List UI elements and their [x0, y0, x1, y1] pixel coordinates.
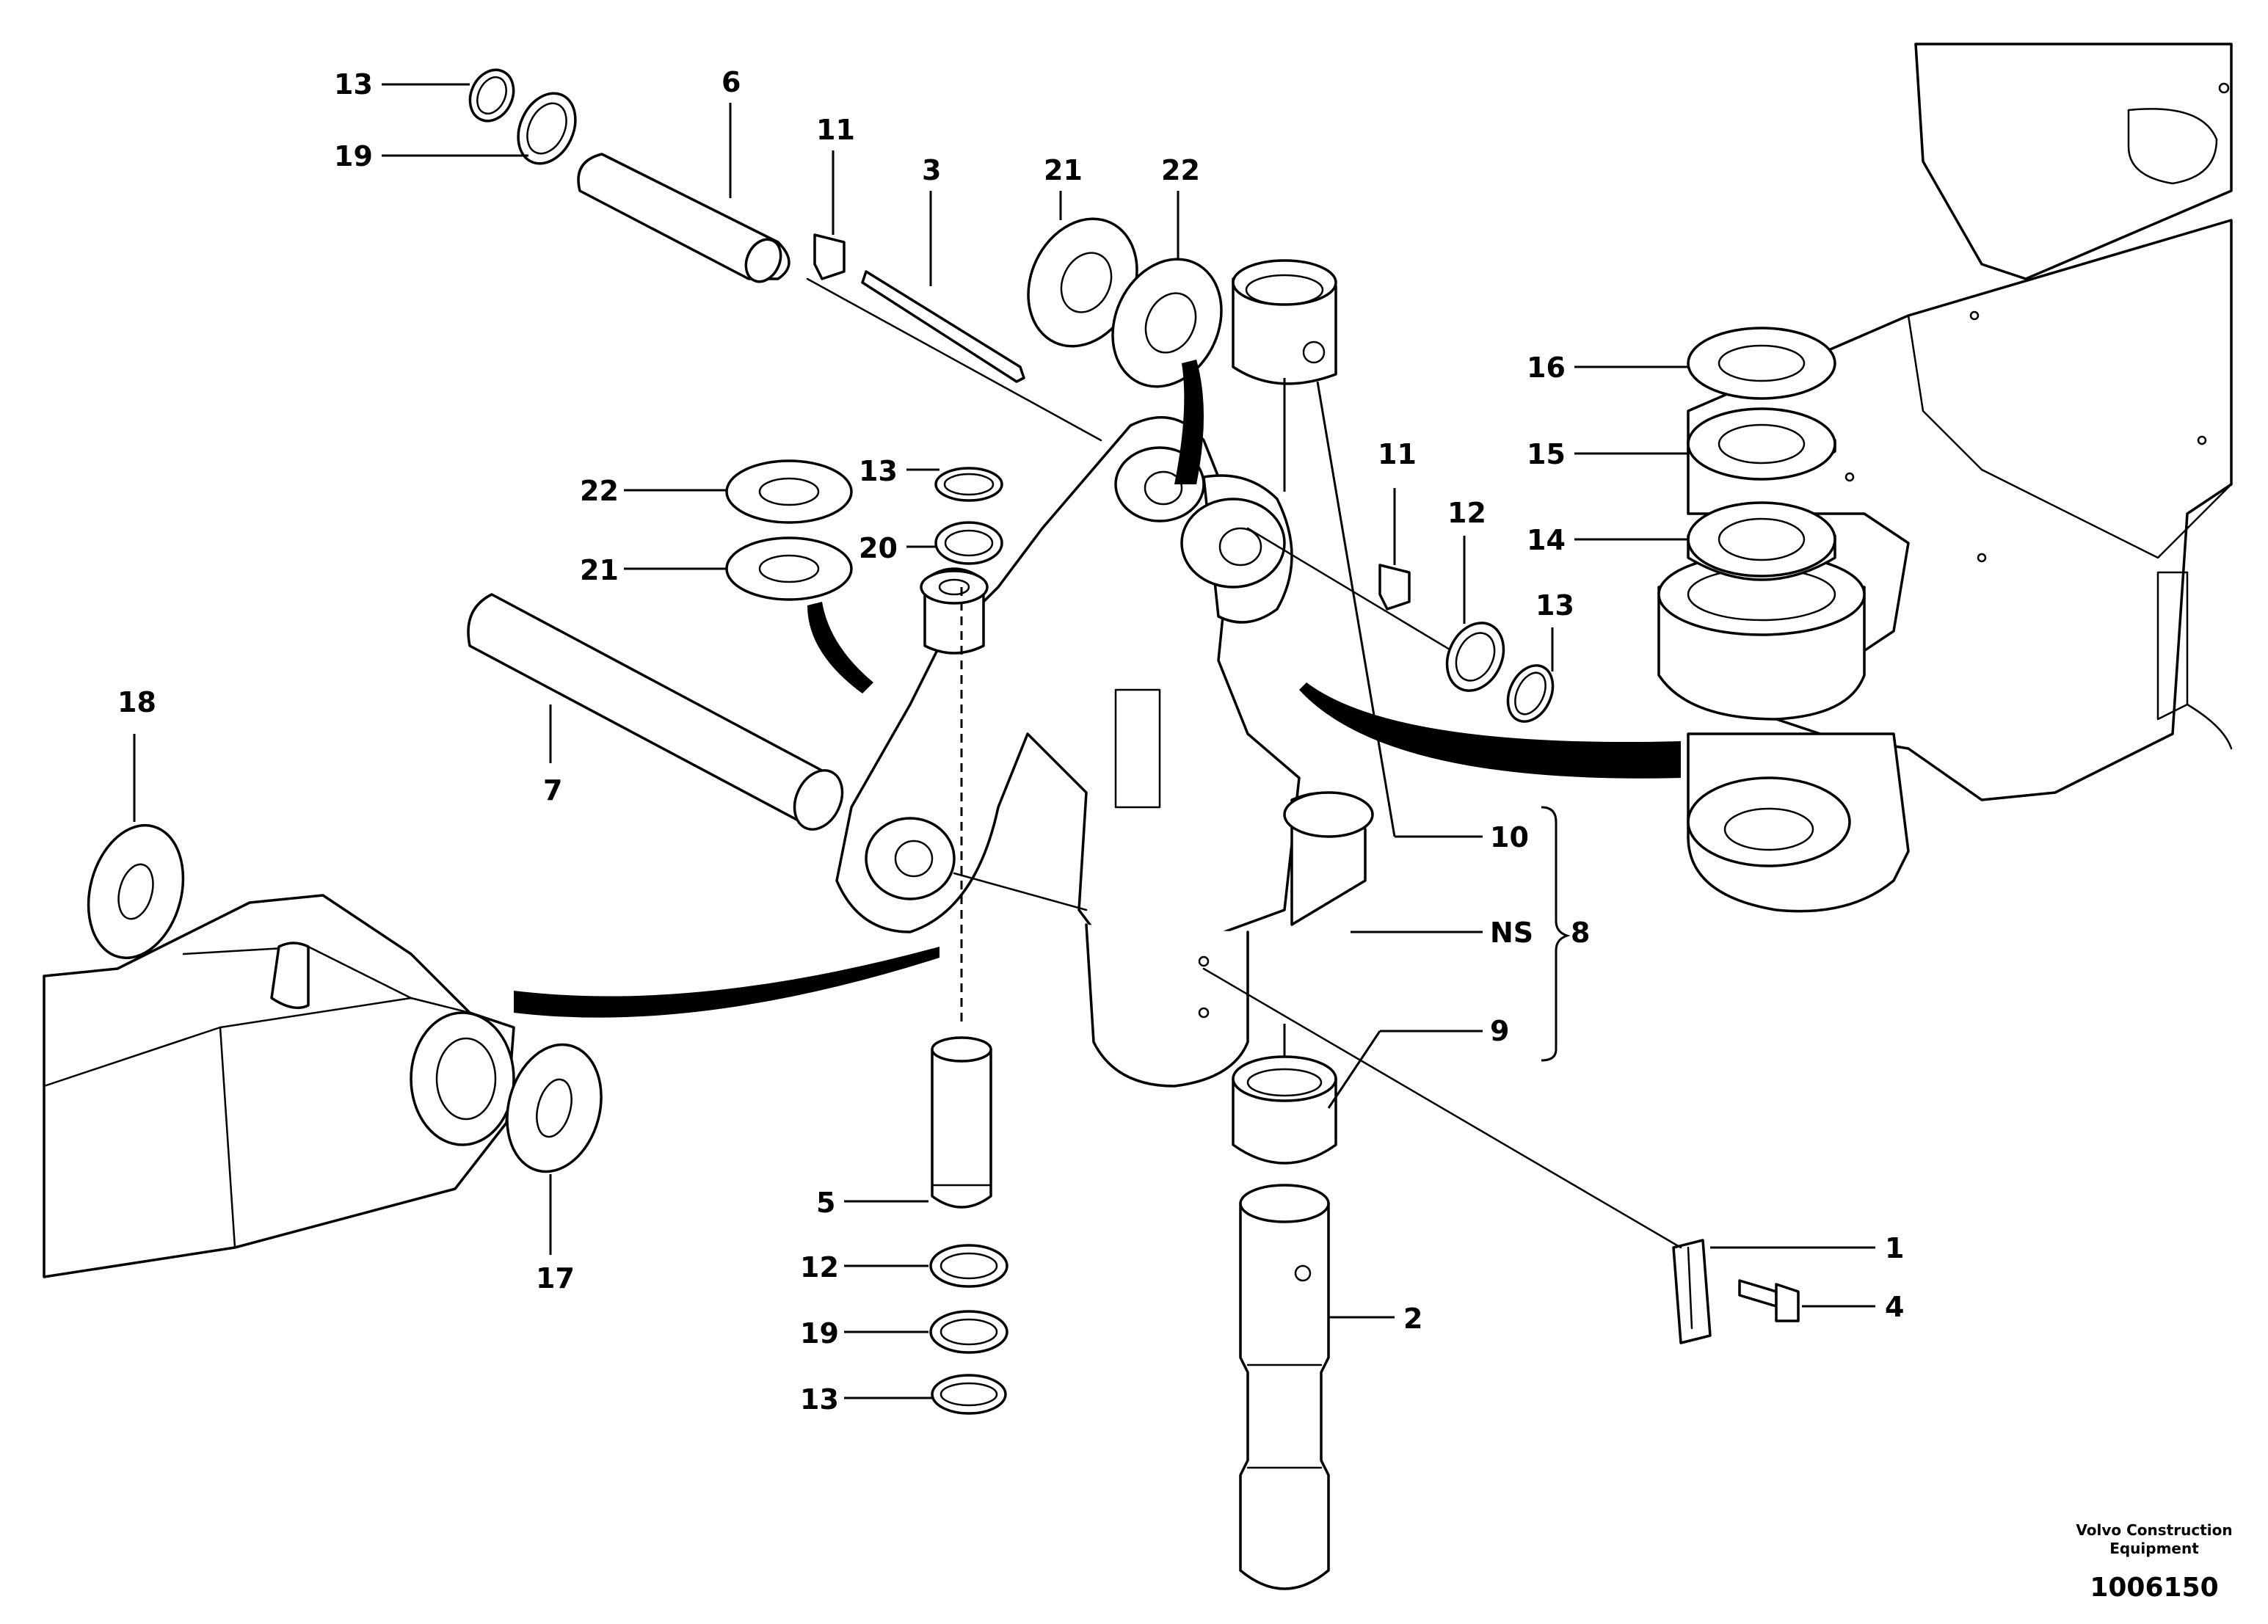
- washer-part-17: [506, 1043, 603, 1173]
- callout-13-top: 13: [334, 68, 373, 101]
- pin-part-2: [1239, 1184, 1330, 1590]
- callout-12-bottom: 12: [800, 1251, 839, 1283]
- assembly-arrow-frame: [1299, 682, 1681, 779]
- callout-ns: NS: [1490, 917, 1533, 949]
- drawing-number: 1006150: [2090, 1573, 2218, 1603]
- callout-5: 5: [816, 1187, 835, 1219]
- bushing-part-10: [1232, 259, 1337, 492]
- callout-9: 9: [1490, 1015, 1509, 1047]
- callout-7: 7: [543, 774, 562, 806]
- shim-part-19-bottom: [929, 1310, 1008, 1354]
- assembly-arrow-boom: [514, 947, 939, 1018]
- thrust-washer-part-14: [1687, 501, 1836, 581]
- lock-plate-part-1: [1202, 967, 1712, 1344]
- pin-part-6: [577, 153, 790, 283]
- thrust-washer-part-15: [1687, 407, 1836, 481]
- assembly-arrow-washer-top: [1174, 360, 1204, 484]
- callout-22-left: 22: [580, 475, 619, 507]
- washer-part-18: [87, 823, 185, 960]
- pin-part-5: [931, 587, 992, 1209]
- callout-13-right: 13: [1535, 589, 1574, 622]
- callout-22-top: 22: [1161, 154, 1200, 186]
- washer-part-12-right: [1445, 622, 1505, 692]
- callout-2: 2: [1403, 1303, 1422, 1335]
- callout-11-top: 11: [816, 114, 855, 146]
- bolt-part-4: [1738, 1279, 1800, 1322]
- bushing-part-9: [1232, 1024, 1337, 1165]
- callout-14: 14: [1527, 524, 1566, 556]
- callout-12-right: 12: [1447, 497, 1486, 529]
- callout-18: 18: [117, 686, 156, 718]
- publisher-credit-line1: Volvo Construction: [2076, 1521, 2232, 1539]
- shim-part-20: [934, 521, 1003, 565]
- washer-part-21-top: [1027, 217, 1138, 348]
- leader-lines: [133, 83, 1875, 1399]
- lock-plate-part-11-right: [1246, 527, 1469, 662]
- callout-16: 16: [1527, 352, 1566, 384]
- callout-11-right: 11: [1378, 438, 1417, 470]
- circlip-part-13-bottom: [931, 1374, 1007, 1415]
- callout-21-left: 21: [580, 554, 619, 586]
- shim-part-19-top: [517, 92, 577, 165]
- assembly-arrow-washer-left: [807, 602, 873, 693]
- callout-13-center: 13: [859, 455, 898, 487]
- callout-17: 17: [536, 1262, 575, 1295]
- callout-10: 10: [1490, 821, 1529, 853]
- rod-part-3: [806, 270, 1102, 442]
- callout-4: 4: [1885, 1291, 1904, 1323]
- callout-3: 3: [922, 154, 941, 186]
- washer-part-22-top: [1111, 258, 1223, 388]
- callout-1: 1: [1885, 1232, 1904, 1264]
- lock-plate-part-11-top: [813, 233, 846, 280]
- callout-19-bottom: 19: [800, 1317, 839, 1350]
- callout-20: 20: [859, 532, 898, 564]
- callout-13-bottom: 13: [800, 1383, 839, 1416]
- publisher-credit-line2: Equipment: [2109, 1540, 2199, 1557]
- swing-bracket: [835, 416, 1374, 1088]
- circlip-part-13-center: [934, 467, 1003, 502]
- thrust-washer-part-16: [1687, 327, 1836, 400]
- callout-8: 8: [1571, 917, 1590, 949]
- callout-6: 6: [722, 66, 741, 98]
- circlip-part-13-top: [468, 68, 515, 123]
- callout-21-top: 21: [1044, 154, 1083, 186]
- boom-arm: [43, 894, 515, 1278]
- pin-part-7: [467, 593, 844, 831]
- shim-part-12-bottom: [929, 1244, 1008, 1288]
- callout-15: 15: [1527, 438, 1566, 470]
- callout-19-top: 19: [334, 140, 373, 172]
- washer-part-22-left: [725, 459, 853, 524]
- callout-labels: 13 19 6 11 3 21 22 16 15 14 22 13 20 21 …: [117, 66, 1904, 1416]
- circlip-part-13-right: [1506, 664, 1555, 723]
- washer-part-21-left: [725, 536, 853, 601]
